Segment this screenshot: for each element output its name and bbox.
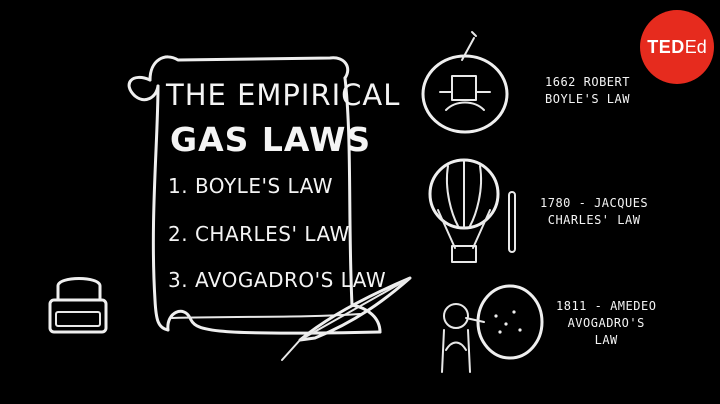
charles-note: 1780 - Jacques Charles' Law — [540, 195, 648, 229]
avogadro-note-line2: Avogadro's — [567, 316, 645, 330]
boyle-note: 1662 Robert Boyle's Law — [545, 74, 630, 108]
ted-logo-text: TED — [647, 36, 685, 57]
avogadro-note-line3: Law — [594, 333, 618, 347]
charles-note-line1: 1780 - Jacques — [540, 196, 649, 210]
law-item-boyle: 1. Boyle's Law — [168, 174, 333, 198]
boyle-note-line2: Boyle's Law — [545, 92, 630, 106]
avogadro-note: 1811 - Amedeo Avogadro's Law — [556, 298, 656, 349]
boyle-note-line1: 1662 Robert — [545, 75, 630, 89]
ed-logo-text: Ed — [684, 36, 707, 57]
law-item-avogadro: 3. Avogadro's Law — [168, 268, 387, 292]
avogadro-note-line1: 1811 - Amedeo — [556, 299, 657, 313]
scroll-title-line2: Gas Laws — [170, 120, 372, 159]
balloon-drawing — [428, 158, 516, 263]
boyle-circle-drawing — [421, 31, 509, 134]
scroll-drawing — [127, 55, 382, 335]
charles-note-line2: Charles' Law — [547, 213, 641, 227]
law-item-charles: 2. Charles' Law — [168, 222, 350, 246]
scroll-title-line1: The Empirical — [166, 78, 401, 112]
inkwell-drawing — [48, 277, 108, 334]
quill-pen-drawing — [281, 276, 412, 361]
avogadro-drawing — [441, 284, 544, 373]
